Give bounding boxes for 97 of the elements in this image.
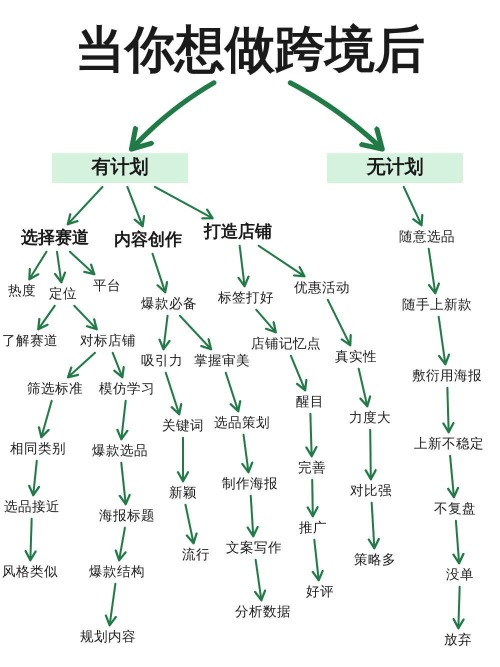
arrow — [37, 304, 56, 330]
arrow — [126, 186, 146, 228]
step-text: 掌握审美 — [194, 353, 250, 369]
step-text: 策略多 — [354, 552, 396, 568]
step-text: 不复盘 — [434, 501, 476, 517]
arrow — [255, 308, 277, 334]
arrow — [154, 186, 214, 220]
step-text: 爆款必备 — [141, 296, 197, 312]
step-text: 真实性 — [335, 349, 377, 365]
arrow — [258, 244, 306, 278]
step-text: 完善 — [298, 460, 326, 476]
step-text: 放弃 — [444, 632, 472, 648]
band-label: 有计划 — [90, 157, 150, 179]
step-text: 热度 — [8, 283, 36, 299]
arrow — [158, 314, 171, 350]
step-text: 随手上新款 — [402, 297, 472, 313]
step-text: 相同类别 — [10, 441, 66, 457]
arrow — [118, 462, 131, 506]
arrow — [290, 354, 308, 392]
category-band — [52, 153, 188, 183]
heading-text: 选择赛道 — [21, 228, 89, 248]
arrow — [224, 372, 242, 412]
arrow — [112, 352, 125, 378]
arrow — [402, 186, 424, 226]
arrow — [312, 538, 324, 582]
heading-text: 内容创作 — [114, 230, 182, 250]
step-text: 敷衍用海报 — [412, 368, 482, 384]
step-text: 模仿学习 — [99, 381, 155, 397]
step-text: 文案写作 — [226, 540, 282, 556]
step-text: 对标店铺 — [80, 333, 136, 349]
step-text: 没单 — [446, 567, 474, 583]
step-text: 优惠活动 — [294, 280, 350, 296]
band-label: 无计划 — [365, 157, 424, 179]
arrow — [246, 494, 259, 538]
arrow — [178, 314, 212, 350]
step-text: 吸引力 — [141, 353, 183, 369]
step-text: 选品策划 — [214, 415, 270, 431]
arrow — [116, 400, 128, 440]
title-text: 当你想做跨境后 — [75, 21, 425, 79]
arrow — [28, 460, 40, 496]
arrow — [452, 586, 465, 630]
arrow — [24, 518, 37, 562]
step-text: 关键词 — [162, 418, 204, 434]
arrow — [38, 400, 53, 438]
step-text: 流行 — [182, 547, 210, 563]
category-band — [327, 153, 463, 183]
arrow — [364, 428, 377, 480]
arrow — [66, 186, 104, 226]
arrow — [368, 502, 380, 550]
step-text: 随意选品 — [399, 229, 455, 245]
step-text: 平台 — [93, 278, 121, 294]
arrow — [128, 80, 216, 152]
step-text: 对比强 — [350, 483, 392, 499]
step-text: 好评 — [306, 584, 334, 600]
step-text: 选品接近 — [4, 499, 60, 515]
arrow — [306, 478, 319, 518]
arrow — [54, 250, 66, 284]
arrow — [326, 298, 352, 346]
step-text: 海报标题 — [99, 508, 155, 524]
step-text: 风格类似 — [2, 564, 58, 580]
arrow — [447, 454, 460, 498]
step-text: 筛选标准 — [27, 381, 83, 397]
arrow — [28, 250, 48, 280]
step-text: 爆款结构 — [89, 564, 145, 580]
step-text: 制作海报 — [222, 476, 278, 492]
arrow — [237, 244, 250, 288]
arrow — [184, 504, 198, 544]
arrow — [438, 316, 450, 366]
step-text: 力度大 — [349, 410, 391, 426]
arrow — [152, 252, 168, 294]
arrow — [428, 248, 440, 294]
step-text: 上新不稳定 — [414, 436, 484, 452]
step-text: 新颖 — [169, 485, 197, 501]
step-text: 分析数据 — [235, 604, 291, 620]
step-text: 醒目 — [296, 394, 324, 410]
arrow — [442, 386, 454, 434]
arrow — [452, 520, 465, 564]
arrow — [288, 80, 385, 152]
arrow — [66, 352, 96, 378]
arrow — [164, 372, 182, 416]
step-text: 推广 — [299, 520, 327, 536]
arrow — [114, 526, 127, 562]
step-text: 定位 — [49, 286, 77, 302]
step-text: 店铺记忆点 — [251, 336, 321, 352]
arrow — [305, 412, 318, 458]
heading-text: 打造店铺 — [204, 222, 272, 242]
arrow — [358, 368, 372, 408]
arrow — [176, 436, 190, 482]
arrow — [104, 582, 117, 626]
step-text: 爆款选品 — [92, 443, 148, 459]
step-text: 标签打好 — [218, 290, 274, 306]
arrow — [68, 250, 96, 276]
step-text: 了解赛道 — [2, 333, 58, 349]
arrow — [254, 558, 266, 602]
step-text: 规划内容 — [80, 629, 136, 645]
arrow — [73, 304, 98, 330]
arrow — [241, 434, 254, 474]
